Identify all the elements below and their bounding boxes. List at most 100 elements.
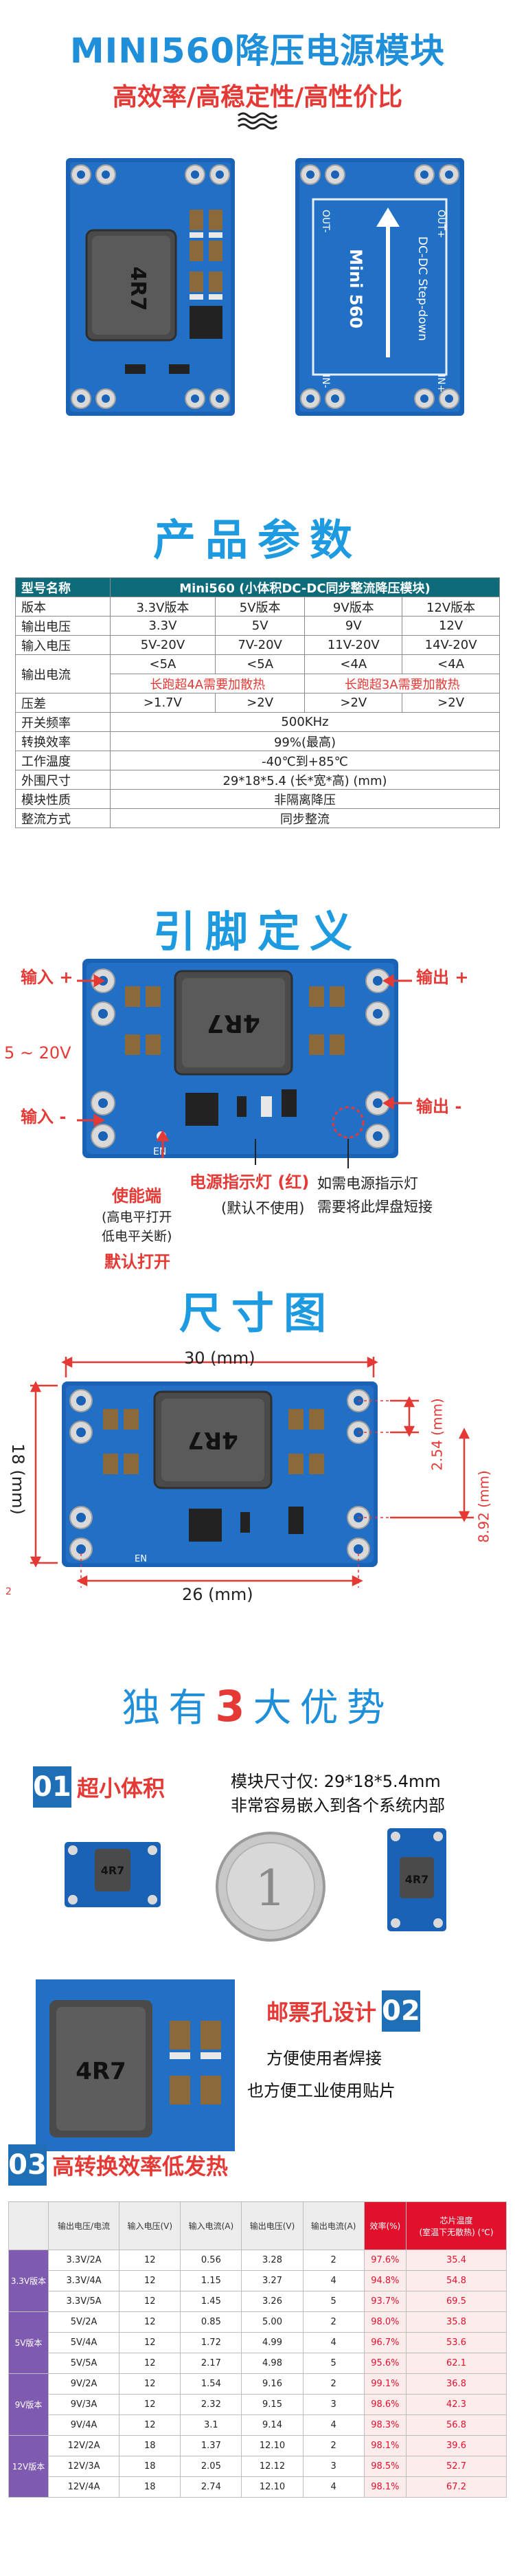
eff-group-label: 5V版本 [8,2311,49,2374]
adv3-title: 高转换效率低发热 [52,2153,229,2179]
product-photos: 4R7 Mini 560 [0,144,515,426]
eff-cell: 12.10 [241,2476,304,2498]
spec-label: 输入电压 [15,635,111,655]
eff-cell: 3.3V/2A [47,2250,120,2271]
input-range-label: 5 ~ 20V [4,1043,71,1063]
spec-row-size: 外围尺寸 29*18*5.4 (长*宽*高) (mm) [15,770,500,790]
eff-group-label: 3.3V版本 [8,2250,49,2312]
spec-head-row: 型号名称 Mini560 (小体积DC-DC同步整流降压模块) [15,577,500,597]
adv1-number: 01 [33,1766,71,1808]
spec-row-vout: 输出电压 3.3V 5V 9V 12V [15,616,500,636]
spec-cell: <4A [402,654,500,674]
pin-arrows [77,974,412,1168]
eff-header: 输出电压/电流 [47,2201,120,2250]
spec-cell: 同步整流 [110,808,500,828]
eff-cell: 53.6 [406,2332,507,2353]
spec-cell: >2V [214,693,306,713]
eff-cell: 98.5% [363,2456,407,2477]
spec-note: 长跑超4A需要加散热 [109,674,306,693]
spec-row-version: 版本 3.3V版本 5V版本 9V版本 12V版本 [15,597,500,617]
eff-cell: 3.27 [241,2270,304,2291]
size-corner-label: 2 [5,1586,12,1597]
eff-cell: 9V/2A [47,2373,120,2395]
adv-title-post: 大优势 [253,1686,393,1731]
spec-label: 工作温度 [15,751,111,770]
eff-cell: 97.6% [363,2250,407,2271]
adv1-line2: 非常容易嵌入到各个系统内部 [231,1796,445,1815]
pin-inductor-label: 4R7 [207,1009,260,1037]
eff-cell: 1.15 [180,2270,242,2291]
eff-cell: 1.45 [180,2291,242,2312]
eff-header: 输入电流(A) [180,2201,242,2250]
spec-table: 型号名称 Mini560 (小体积DC-DC同步整流降压模块) 版本 3.3V版… [15,577,500,828]
eff-cell: 12V/4A [47,2476,120,2498]
page-subtitle: 高效率/高稳定性/高性价比 [112,83,403,111]
spec-cell: 12V [402,616,500,636]
out-minus-mark: OUT- [320,210,331,233]
eff-cell: 56.8 [406,2414,507,2436]
eff-cell: 12 [119,2332,181,2353]
spec-cell: >1.7V [110,693,216,713]
size-span-label: 8.92 (mm) [475,1470,492,1543]
eff-cell: 98.3% [363,2414,407,2436]
eff-cell: 3.28 [241,2250,304,2271]
eff-cell: 12 [119,2373,181,2395]
eff-cell: 1.72 [180,2332,242,2353]
pin-out-plus-label: 输出 + [416,968,469,987]
eff-cell: 12 [119,2353,181,2374]
eff-cell: 4 [302,2270,365,2291]
pin-out-minus-label: 输出 - [416,1097,462,1116]
eff-cell: 5 [302,2353,365,2374]
spec-head-right: Mini560 (小体积DC-DC同步整流降压模块) [110,577,500,597]
size-pitch-label: 2.54 (mm) [428,1398,446,1471]
eff-cell: 9V/4A [47,2414,120,2436]
eff-cell: 69.5 [406,2291,507,2312]
spec-cell: 99%(最高) [110,731,500,751]
eff-header-row: 输出电压/电流 输入电压(V) 输入电流(A) 输出电压(V) 输出电流(A) … [8,2201,507,2250]
board-back-image: Mini 560 DC-DC Step-down OUT- OUT+ IN- I… [295,158,464,416]
adv2-board-mark: 4R7 [76,2058,126,2085]
board-front-image: 4R7 [66,158,235,416]
eff-cell: 35.4 [406,2250,507,2271]
adv3-badge: 03 高转换效率低发热 [8,2144,233,2186]
enable-title: 使能端 [112,1186,161,1206]
in-plus-mark: IN+ [435,375,446,392]
eff-cell: 3.26 [241,2291,304,2312]
eff-cell: 3.1 [180,2414,242,2436]
spec-row-isolation: 模块性质 非隔离降压 [15,789,500,809]
spec-label: 版本 [15,597,111,617]
spec-head-left: 型号名称 [15,577,111,597]
spec-cell: <5A [214,654,306,674]
eff-group-label: 9V版本 [8,2373,49,2436]
spec-row-eff: 转换效率 99%(最高) [15,731,500,751]
eff-cell: 5.00 [241,2311,304,2333]
eff-cell: 12 [119,2291,181,2312]
spec-cell: 3.3V版本 [110,597,216,617]
size-height-label: 18 (mm) [8,1443,27,1515]
eff-cell: 18 [119,2476,181,2498]
eff-cell: 12 [119,2394,181,2415]
size-diagram: 4R7 EN [5,1356,474,1597]
size-en-mark: EN [135,1554,147,1564]
adv2-number: 02 [382,1990,421,2032]
eff-header: 芯片温度 (室温下无散热) (℃) [406,2201,507,2250]
eff-cell: 4 [302,2332,365,2353]
spec-label: 压差 [15,693,111,713]
spec-cell: 500KHz [110,712,500,732]
eff-cell: 2.05 [180,2456,242,2477]
eff-cell: 5V/4A [47,2332,120,2353]
eff-cell: 4.99 [241,2332,304,2353]
eff-cell: 9.15 [241,2394,304,2415]
page-title: MINI560降压电源模块 [69,31,446,71]
spec-label: 输出电流 [15,654,111,693]
eff-cell: 12V/3A [47,2456,120,2477]
eff-cell: 18 [119,2435,181,2456]
spec-cell: 5V版本 [214,597,306,617]
eff-cell: 42.3 [406,2394,507,2415]
spec-cell: <4A [304,654,403,674]
